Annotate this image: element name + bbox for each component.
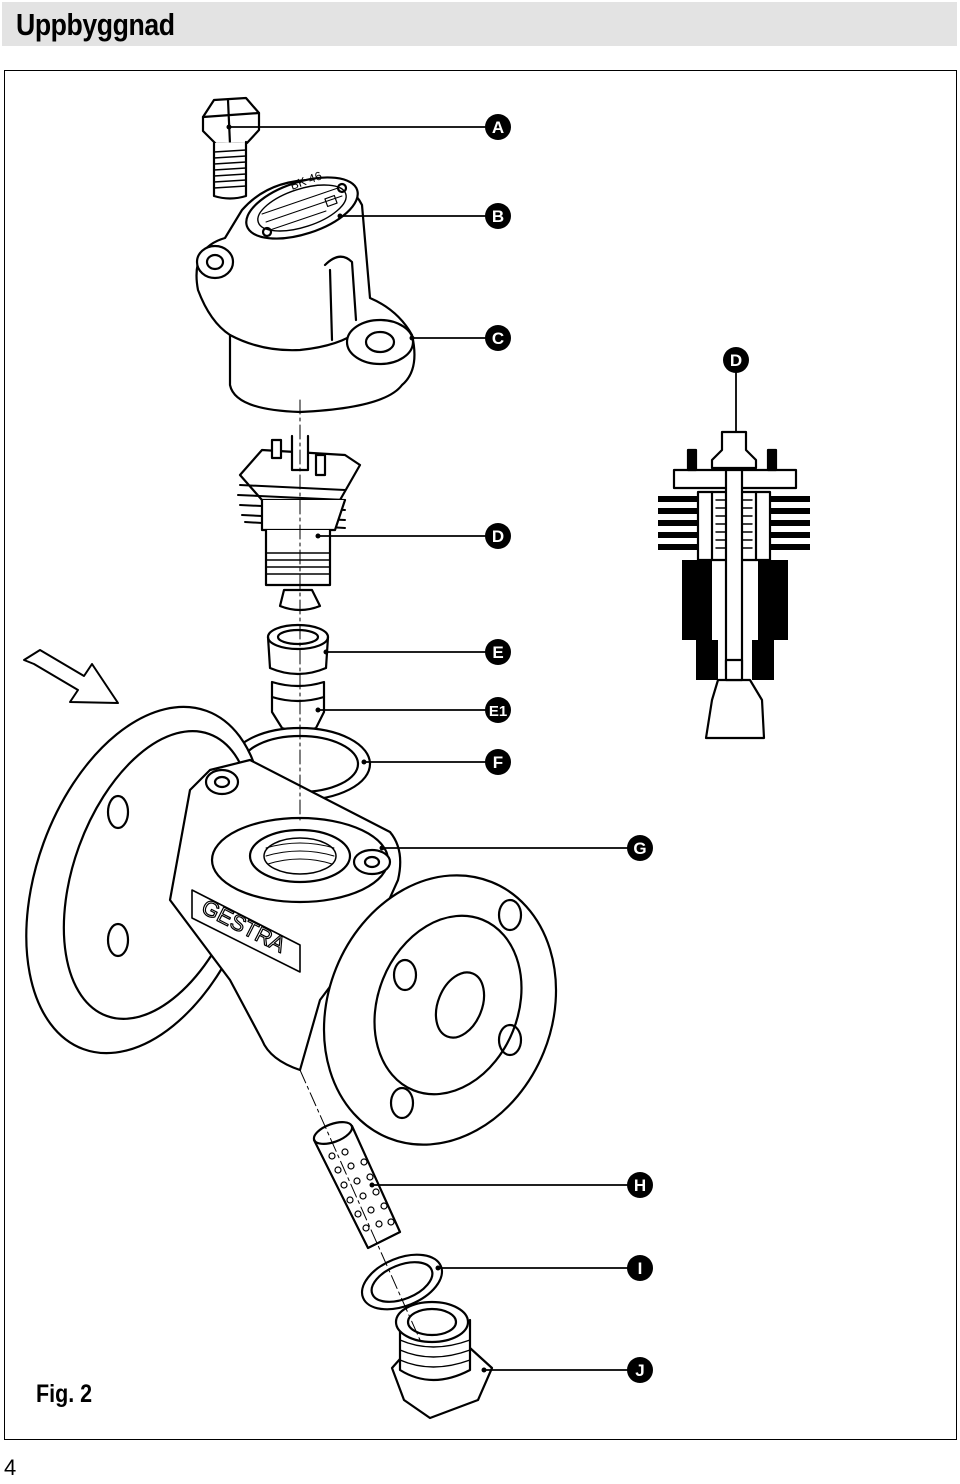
svg-text:G: G xyxy=(633,839,646,858)
svg-text:C: C xyxy=(492,329,504,348)
svg-text:D: D xyxy=(492,527,504,546)
strainer-screen xyxy=(312,1121,402,1250)
svg-text:I: I xyxy=(638,1259,643,1278)
flow-arrow-icon xyxy=(23,649,119,704)
sleeve-e xyxy=(266,623,330,676)
callout-g: G xyxy=(627,835,653,861)
callout-j: J xyxy=(627,1357,653,1383)
callout-d-detail: D xyxy=(723,347,749,373)
sealing-ring xyxy=(360,1253,444,1311)
figure-caption: Fig. 2 xyxy=(36,1380,93,1408)
svg-text:E1: E1 xyxy=(489,703,507,720)
svg-text:D: D xyxy=(730,351,742,370)
regulator-insert xyxy=(237,434,362,612)
valve-body: GESTRA xyxy=(25,705,558,1146)
callout-a: A xyxy=(485,114,511,140)
svg-text:E: E xyxy=(492,643,503,662)
screw-plug xyxy=(390,1300,494,1420)
callout-e: E xyxy=(485,639,511,665)
callout-i: I xyxy=(627,1255,653,1281)
callout-b: B xyxy=(485,203,511,229)
svg-text:J: J xyxy=(635,1361,644,1380)
valve-cover: BK 46 xyxy=(195,168,416,414)
callout-c: C xyxy=(485,325,511,351)
svg-text:H: H xyxy=(634,1176,646,1195)
callout-f: F xyxy=(485,749,511,775)
insert-cross-section xyxy=(658,430,810,740)
page-header: Uppbyggnad xyxy=(2,2,957,46)
callout-leaders xyxy=(228,126,737,1371)
sleeve-e1 xyxy=(270,680,326,733)
callout-e1: E1 xyxy=(485,697,511,723)
callout-h: H xyxy=(627,1172,653,1198)
page-number: 4 xyxy=(4,1455,17,1480)
hex-bolt xyxy=(201,96,261,200)
svg-text:A: A xyxy=(492,118,504,137)
page-title: Uppbyggnad xyxy=(16,7,175,42)
figure-frame xyxy=(4,70,957,1440)
svg-text:F: F xyxy=(493,753,503,772)
callout-d: D xyxy=(485,523,511,549)
assembly-axis-line xyxy=(299,399,421,1341)
svg-text:B: B xyxy=(492,207,504,226)
